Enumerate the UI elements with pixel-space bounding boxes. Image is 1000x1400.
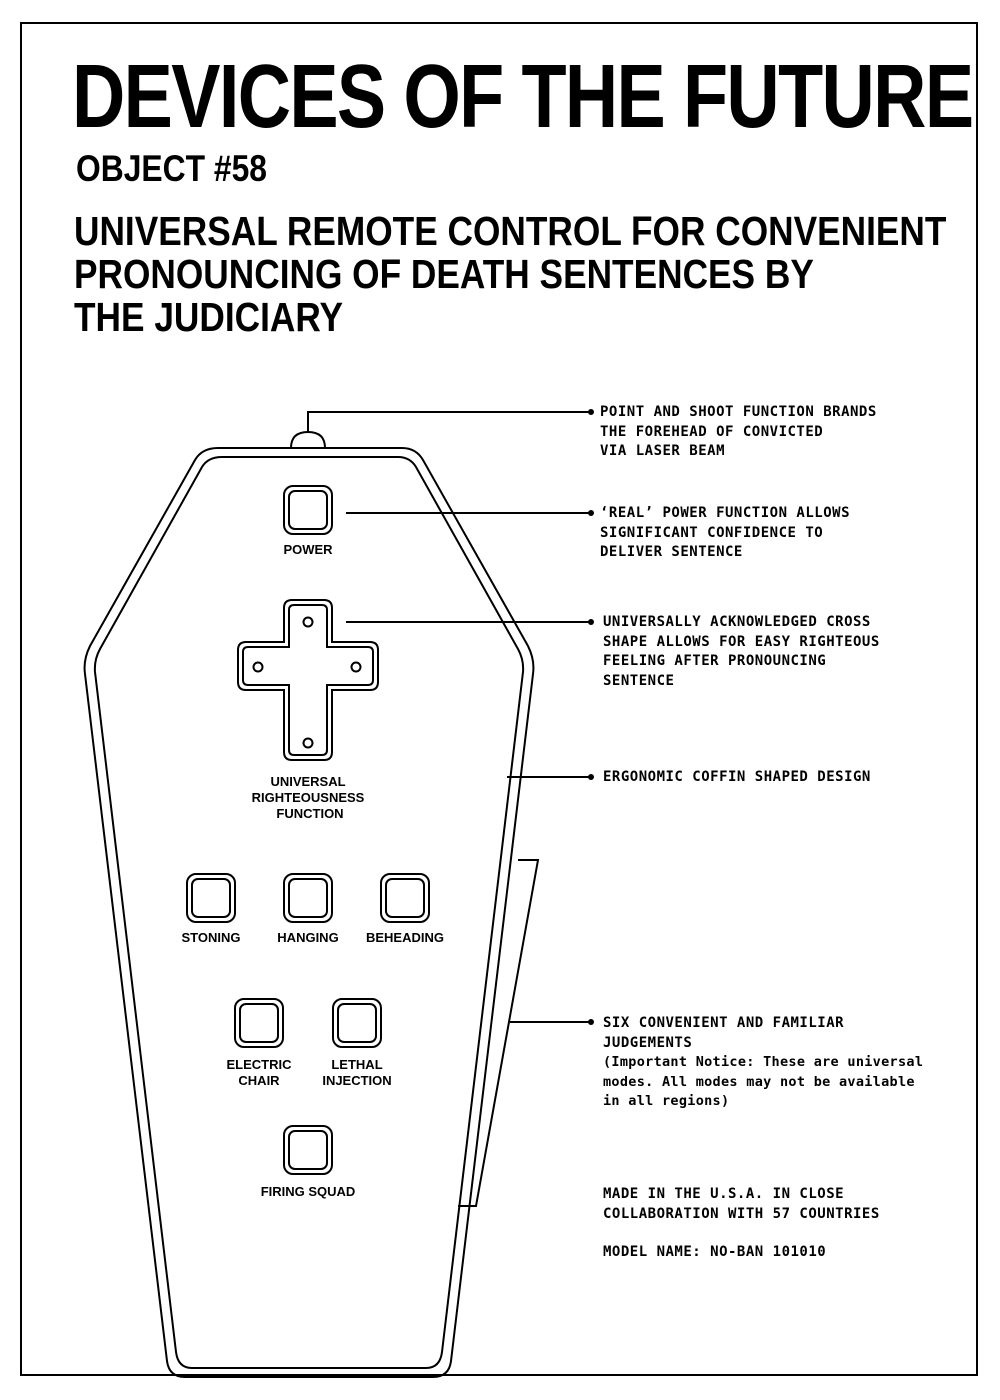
judgements-bracket (458, 859, 540, 1207)
electric-chair-label-line: CHAIR (238, 1073, 280, 1088)
beheading-button[interactable] (380, 873, 430, 923)
annotation-line: UNIVERSALLY ACKNOWLEDGED CROSS (603, 614, 871, 630)
stoning-label: STONING (182, 930, 241, 945)
cross-label-line: UNIVERSAL (270, 774, 345, 789)
stoning-button[interactable] (186, 873, 236, 923)
annotation-line: THE FOREHEAD OF CONVICTED (600, 423, 824, 440)
device-subtitle: UNIVERSAL REMOTE CONTROL FOR CONVENIENT … (74, 210, 946, 339)
beheading-label: BEHEADING (366, 930, 444, 945)
annotation-line: MADE IN THE U.S.A. IN CLOSE (603, 1186, 845, 1202)
cross-label-line: FUNCTION (276, 806, 343, 821)
notice-line: modes. All modes may not be available (603, 1073, 915, 1090)
annotation-line: ERGONOMIC COFFIN SHAPED DESIGN (603, 769, 871, 785)
annotation-line: VIA LASER BEAM (600, 443, 726, 459)
callout-dot (588, 510, 594, 516)
callout-dot (588, 619, 594, 625)
subtitle-line: UNIVERSAL REMOTE CONTROL FOR CONVENIENT (74, 208, 947, 254)
annotation-line: SIX CONVENIENT AND FAMILIAR (603, 1015, 845, 1031)
callout-line-laser (307, 411, 590, 432)
laser-emitter (290, 430, 326, 449)
poster-title: DEVICES OF THE FUTURE (72, 47, 974, 147)
subtitle-line: PRONOUNCING OF DEATH SENTENCES BY (74, 251, 814, 297)
lethal-injection-button[interactable] (332, 998, 382, 1048)
annotation-line: ‘REAL’ POWER FUNCTION ALLOWS (600, 505, 851, 521)
notice-line: (Important Notice: These are universal (603, 1054, 924, 1070)
annotation-line: COLLABORATION WITH 57 COUNTRIES (603, 1205, 880, 1222)
hanging-label: HANGING (277, 930, 338, 945)
annotation-line: JUDGEMENTS (603, 1034, 693, 1051)
callout-dot (588, 774, 594, 780)
power-label: POWER (283, 542, 333, 557)
cross-label-line: RIGHTEOUSNESS (252, 790, 365, 805)
annotation-cross: UNIVERSALLY ACKNOWLEDGED CROSS SHAPE ALL… (603, 613, 880, 691)
annotation-line: SIGNIFICANT CONFIDENCE TO (600, 524, 824, 541)
annotation-line: SENTENCE (603, 672, 675, 689)
electric-chair-label-line: ELECTRIC (227, 1057, 293, 1072)
annotation-made-in: MADE IN THE U.S.A. IN CLOSE COLLABORATIO… (603, 1185, 880, 1224)
annotation-power: ‘REAL’ POWER FUNCTION ALLOWS SIGNIFICANT… (600, 504, 850, 563)
annotation-judgements: SIX CONVENIENT AND FAMILIAR JUDGEMENTS (… (603, 1014, 923, 1112)
model-name: MODEL NAME: NO-BAN 101010 (603, 1243, 826, 1263)
coffin-outer-outline (83, 447, 535, 1378)
poster-border (20, 22, 978, 1376)
annotation-laser: POINT AND SHOOT FUNCTION BRANDS THE FORE… (600, 403, 877, 462)
lethal-injection-label-line: INJECTION (322, 1073, 391, 1088)
annotation-line: POINT AND SHOOT FUNCTION BRANDS (600, 404, 877, 420)
annotation-coffin: ERGONOMIC COFFIN SHAPED DESIGN (603, 768, 871, 788)
callout-dot (588, 1019, 594, 1025)
righteousness-cross-button[interactable] (237, 599, 379, 761)
lethal-injection-label-line: LETHAL (331, 1057, 382, 1072)
firing-squad-label: FIRING SQUAD (261, 1184, 356, 1199)
firing-squad-button[interactable] (283, 1125, 333, 1175)
annotation-line: DELIVER SENTENCE (600, 544, 743, 560)
hanging-button[interactable] (283, 873, 333, 923)
notice-line: in all regions) (603, 1093, 730, 1109)
electric-chair-button[interactable] (234, 998, 284, 1048)
subtitle-line: THE JUDICIARY (74, 294, 344, 340)
annotation-line: SHAPE ALLOWS FOR EASY RIGHTEOUS (603, 633, 880, 650)
coffin-inner-outline (93, 456, 525, 1369)
annotation-line: FEELING AFTER PRONOUNCING (603, 653, 827, 669)
object-number: OBJECT #58 (76, 148, 268, 189)
callout-dot (588, 409, 594, 415)
power-button[interactable] (283, 485, 333, 535)
annotation-line: MODEL NAME: NO-BAN 101010 (603, 1244, 827, 1260)
